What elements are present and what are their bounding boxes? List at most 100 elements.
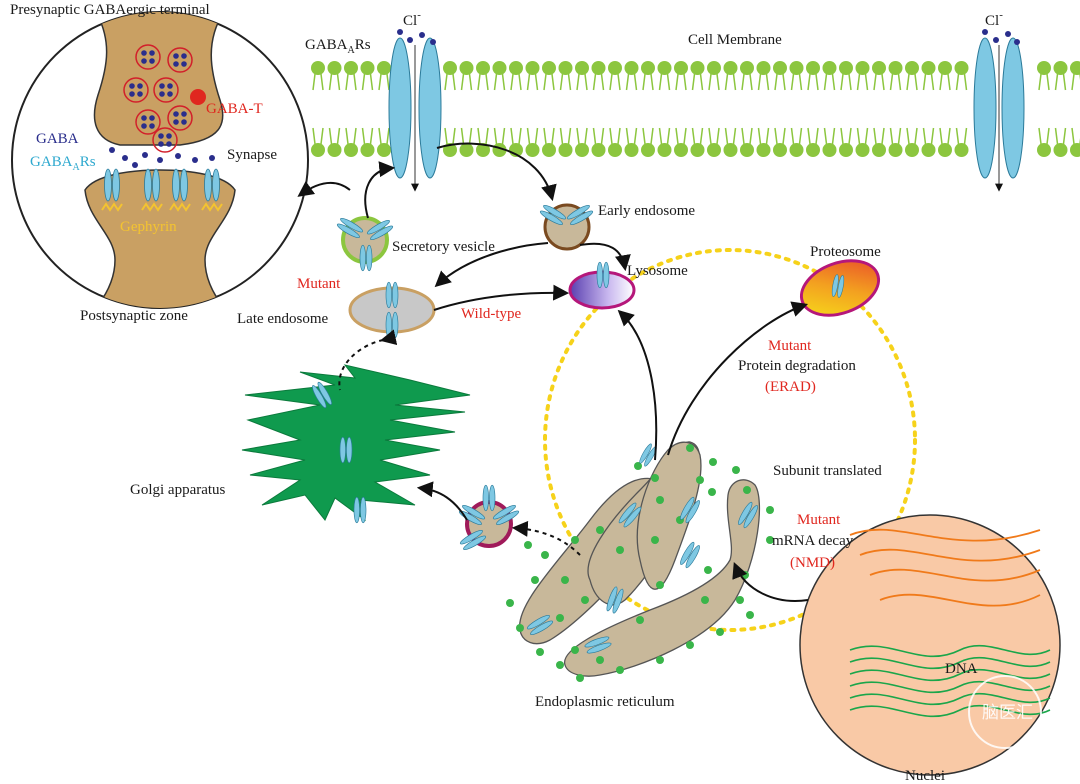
ribosome: [766, 506, 774, 514]
dna-orange: [869, 568, 1041, 582]
gaba-molecule: [129, 83, 135, 89]
membrane-channel-right: [973, 37, 1025, 192]
lipid-tail: [675, 73, 687, 91]
gaba-molecule: [141, 58, 147, 64]
gaba-dot: [142, 152, 148, 158]
lipid-head: [872, 61, 886, 75]
ribosome: [696, 476, 704, 484]
dna-green: [849, 704, 1051, 718]
lipid-head: [1070, 143, 1080, 157]
vesicle: [135, 44, 161, 70]
lipid-head: [1037, 61, 1051, 75]
gabaar: [606, 586, 624, 614]
gaba-molecule: [141, 50, 147, 56]
lipid-head: [1037, 143, 1051, 157]
ribosome: [596, 656, 604, 664]
lipid-tail: [1038, 127, 1050, 145]
label-secretory-vesicle: Secretory vesicle: [392, 239, 495, 255]
label-mrna-decay: mRNA decay: [772, 533, 854, 549]
gaba-molecule: [173, 53, 179, 59]
dna-orange: [849, 528, 1041, 542]
ribosome: [541, 551, 549, 559]
label-wild-type: Wild-type: [461, 306, 522, 322]
lipid-tail: [345, 73, 357, 91]
lipid-tail: [543, 73, 555, 91]
lipid-head: [377, 61, 391, 75]
lipid-head: [723, 61, 738, 75]
ribosome: [651, 536, 659, 544]
lipid-head: [558, 143, 573, 157]
label-mutant-erad: Mutant: [768, 338, 812, 354]
lipid-head: [773, 143, 787, 157]
label-postsynaptic: Postsynaptic zone: [80, 308, 188, 324]
label-protein-degradation: Protein degradation: [738, 358, 856, 374]
ribosome: [616, 666, 624, 674]
lipid-head: [1053, 143, 1068, 157]
lipid-tail: [741, 127, 753, 145]
lipid-tail: [510, 127, 522, 145]
lipid-head: [558, 61, 573, 75]
gabaar: [172, 168, 188, 202]
lipid-head: [344, 143, 358, 157]
lipid-tail: [873, 127, 885, 145]
lipid-tail: [1054, 127, 1067, 145]
gaba-molecule: [149, 58, 155, 64]
lipid-head: [690, 143, 705, 157]
lipid-tail: [840, 73, 852, 91]
lipid-head: [789, 61, 804, 75]
ribosome: [524, 541, 532, 549]
gabaar: [831, 274, 845, 298]
lipid-head: [674, 143, 688, 157]
lipid-tail: [559, 73, 572, 91]
ribosome: [743, 486, 751, 494]
lipid-tail: [625, 127, 638, 145]
lipid-tail: [774, 127, 786, 145]
lipid-tail: [691, 127, 704, 145]
synaptic-gabaars: [104, 168, 220, 202]
gaba-molecule: [137, 91, 143, 97]
dna-orange: [879, 593, 1041, 607]
lipid-tail: [1071, 73, 1080, 91]
lipid-tail: [609, 73, 621, 91]
gabaar: [526, 615, 554, 635]
lipid-head: [327, 61, 342, 75]
vesicle: [153, 77, 179, 103]
lipid-head: [822, 61, 837, 75]
ribosome: [686, 444, 694, 452]
lipid-head: [641, 61, 655, 75]
lipid-head: [888, 143, 903, 157]
watermark-logo: [968, 675, 1042, 749]
gabaar: [104, 168, 120, 202]
lipid-tail: [460, 73, 473, 91]
lipid-tail: [823, 73, 836, 91]
gabaar: [144, 168, 160, 202]
ribosome: [716, 628, 724, 636]
lipid-head: [641, 143, 655, 157]
lipid-head: [888, 61, 903, 75]
gabaar: [339, 436, 353, 464]
lipid-head: [311, 143, 325, 157]
ribosome: [634, 462, 642, 470]
lipid-head: [756, 143, 771, 157]
lipid-head: [740, 143, 754, 157]
ribosome: [736, 596, 744, 604]
lipid-tail: [675, 127, 687, 145]
gaba-molecule: [129, 91, 135, 97]
gaba-molecule: [166, 133, 172, 139]
dna-green: [849, 656, 1051, 670]
lipid-head: [377, 143, 391, 157]
lipid-tail: [328, 73, 341, 91]
lipid-head: [921, 143, 936, 157]
ribosome: [596, 526, 604, 534]
lipid-tail: [807, 73, 819, 91]
gaba-dot: [175, 153, 181, 159]
dna-green: [849, 644, 1051, 658]
label-cl-left: Cl-: [403, 9, 421, 29]
lipid-head: [773, 61, 787, 75]
lipid-head: [624, 143, 639, 157]
gabaar: [566, 205, 594, 225]
gaba-molecule: [159, 83, 165, 89]
label-er: Endoplasmic reticulum: [535, 694, 675, 710]
lipid-head: [855, 61, 870, 75]
gabaar: [385, 281, 399, 309]
